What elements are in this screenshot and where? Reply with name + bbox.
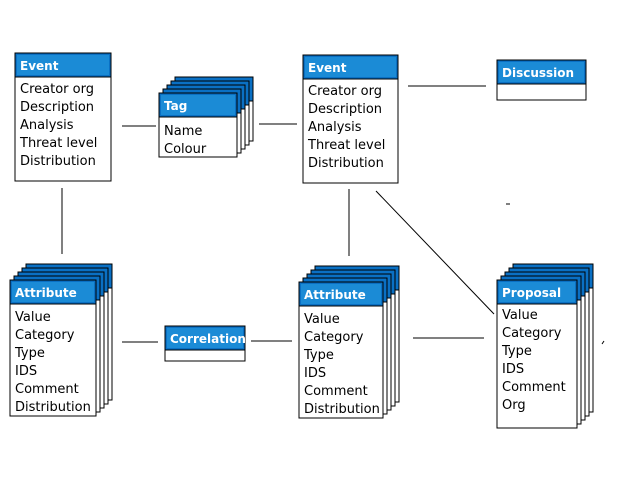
stray-tick-mark [601, 340, 605, 345]
proposal-field: Value [502, 308, 538, 323]
connector-event-right-to-proposal [375, 190, 495, 315]
proposal-field: Comment [502, 380, 566, 395]
event-right-title: Event [308, 61, 347, 75]
discussion-title: Discussion [502, 66, 574, 80]
correlation-entity: Correlation [164, 325, 246, 362]
tag-title: Tag [164, 99, 187, 113]
event-right-field: Description [308, 102, 382, 117]
correlation-title: Correlation [170, 332, 246, 346]
attribute-right-field: Value [304, 312, 340, 327]
event-right-field: Threat level [307, 138, 385, 153]
event-left-field: Description [20, 100, 94, 115]
attribute-right-field: Distribution [304, 402, 380, 417]
discussion-header-highlight [499, 62, 584, 82]
proposal-field: IDS [502, 362, 524, 377]
connectors [61, 85, 605, 345]
attribute-left-field: IDS [15, 364, 37, 379]
event-right-field: Distribution [308, 156, 384, 171]
attribute-left-header-highlight [12, 282, 94, 302]
tag-header-highlight [161, 95, 235, 115]
event-left-field: Threat level [19, 136, 97, 151]
correlation-header-highlight [167, 328, 243, 348]
attribute-right-header-highlight [301, 284, 381, 304]
attribute-right-field: Comment [304, 384, 368, 399]
event-right-field: Creator org [308, 84, 382, 99]
discussion-entity: Discussion [496, 59, 587, 101]
proposal-field: Type [501, 344, 532, 359]
proposal-field: Category [502, 326, 562, 341]
proposal-field: Org [502, 398, 526, 413]
event-left-title: Event [20, 59, 59, 73]
tag-field: Colour [164, 142, 207, 157]
event-left-field: Distribution [20, 154, 96, 169]
event-right-field: Analysis [308, 120, 362, 135]
attribute-right-title: Attribute [304, 288, 366, 302]
attribute-right-field: Category [304, 330, 364, 345]
proposal-title: Proposal [502, 286, 561, 300]
event-right-header-highlight [305, 57, 396, 77]
event-left-header-highlight [17, 55, 109, 75]
event-left-field: Creator org [20, 82, 94, 97]
attribute-left-field: Comment [15, 382, 79, 397]
proposal-header-highlight [499, 282, 575, 302]
attribute-left-field: Category [15, 328, 75, 343]
event-left-field: Analysis [20, 118, 74, 133]
attribute-left-field: Type [14, 346, 45, 361]
tag-field: Name [164, 124, 202, 139]
attribute-right-field: Type [303, 348, 334, 363]
attribute-left-title: Attribute [15, 286, 77, 300]
attribute-left-field: Value [15, 310, 51, 325]
attribute-left-field: Distribution [15, 400, 91, 415]
attribute-right-field: IDS [304, 366, 326, 381]
